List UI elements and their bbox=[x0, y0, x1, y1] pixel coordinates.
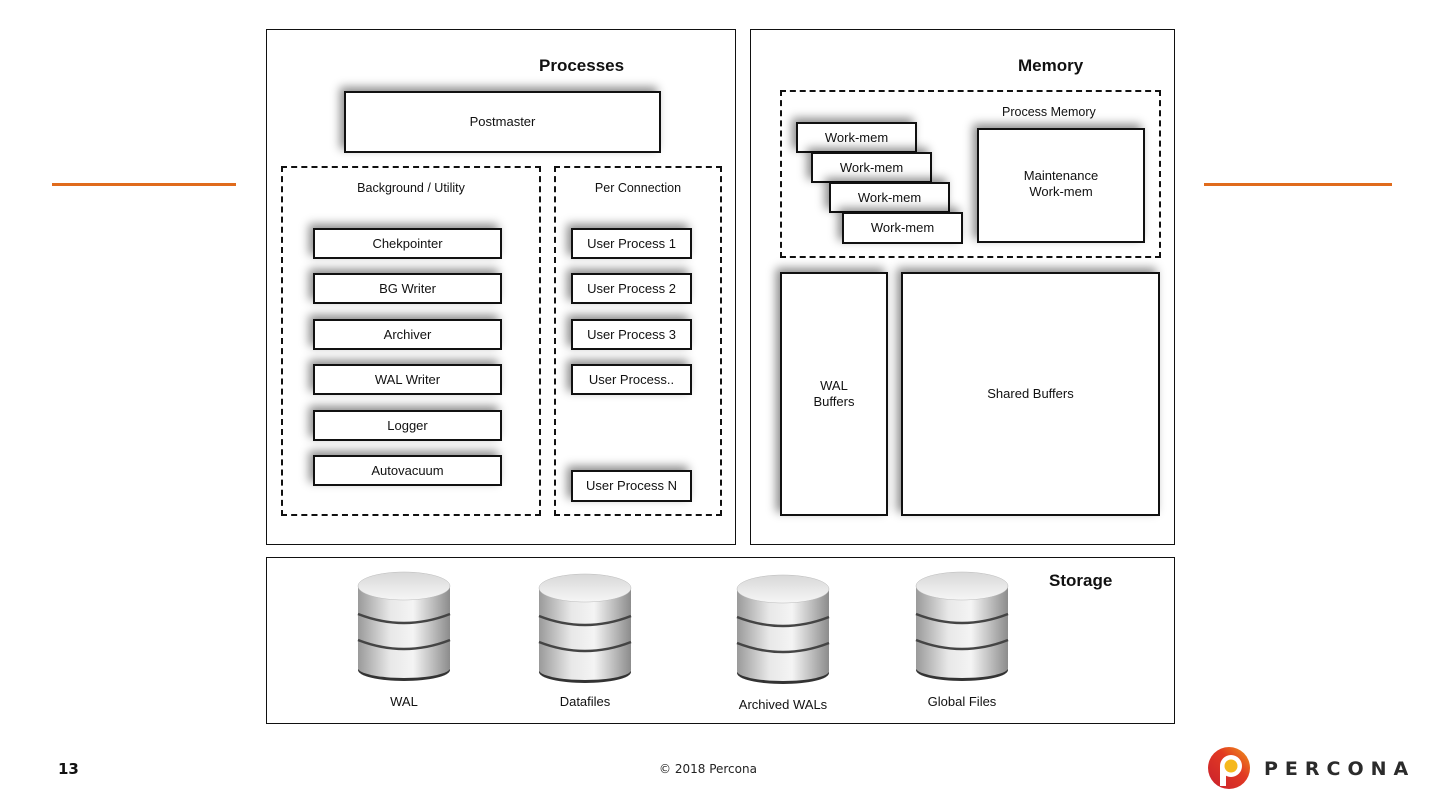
database-icon bbox=[357, 571, 451, 681]
shared-buffers-box: Shared Buffers bbox=[901, 272, 1160, 516]
process-label: User Process 2 bbox=[587, 280, 676, 296]
user-process-3: User Process 3 bbox=[571, 319, 692, 350]
wal-buffers-line1: WAL bbox=[820, 378, 848, 393]
database-global-files: Global Files bbox=[882, 570, 1042, 720]
storage-title: Storage bbox=[1049, 571, 1113, 590]
database-datafiles: Datafiles bbox=[505, 572, 665, 722]
process-memory-group: Process Memory Work-mem Work-mem Work-me… bbox=[780, 90, 1161, 258]
per-connection-title: Per Connection bbox=[594, 181, 682, 195]
accent-line-right bbox=[1204, 183, 1392, 186]
per-connection-group: Per Connection User Process 1 User Proce… bbox=[554, 166, 722, 516]
storage-panel: Storage WAL bbox=[266, 557, 1175, 724]
database-wal: WAL bbox=[324, 570, 484, 720]
process-label: BG Writer bbox=[379, 280, 436, 296]
percona-logo: PERCONA bbox=[1207, 746, 1408, 792]
work-mem-label: Work-mem bbox=[870, 220, 935, 235]
wal-buffers-line2: Buffers bbox=[813, 394, 855, 409]
process-box-bg-writer: BG Writer bbox=[313, 273, 502, 304]
process-box-checkpointer: Chekpointer bbox=[313, 228, 502, 259]
database-label: Archived WALs bbox=[738, 697, 828, 712]
database-icon bbox=[915, 571, 1009, 681]
work-mem-label: Work-mem bbox=[824, 129, 889, 145]
percona-logo-icon bbox=[1208, 747, 1250, 789]
work-mem-box-2: Work-mem bbox=[811, 152, 932, 183]
process-label: WAL Writer bbox=[374, 371, 441, 387]
process-memory-title: Process Memory bbox=[1002, 105, 1096, 119]
work-mem-box-1: Work-mem bbox=[796, 122, 917, 153]
work-mem-label: Work-mem bbox=[857, 189, 922, 205]
process-label: User Process 3 bbox=[587, 326, 676, 342]
user-process-ellipsis: User Process.. bbox=[571, 364, 692, 395]
process-label: User Process 1 bbox=[587, 235, 676, 251]
process-box-logger: Logger bbox=[313, 410, 502, 441]
work-mem-label: Work-mem bbox=[839, 159, 904, 175]
postmaster-label: Postmaster bbox=[469, 114, 536, 129]
process-label: User Process.. bbox=[588, 371, 675, 387]
user-process-2: User Process 2 bbox=[571, 273, 692, 304]
process-label: Archiver bbox=[383, 326, 432, 342]
maintenance-work-mem-box: Maintenance Work-mem bbox=[977, 128, 1145, 243]
user-process-1: User Process 1 bbox=[571, 228, 692, 259]
processes-title: Processes bbox=[539, 56, 625, 75]
process-label: Autovacuum bbox=[371, 462, 444, 478]
user-process-n: User Process N bbox=[571, 470, 692, 502]
work-mem-box-4: Work-mem bbox=[842, 212, 963, 244]
shared-buffers-label: Shared Buffers bbox=[987, 386, 1074, 401]
database-label: Datafiles bbox=[559, 694, 611, 709]
process-label: Chekpointer bbox=[372, 235, 443, 251]
database-icon bbox=[538, 573, 632, 683]
page-number: 13 bbox=[58, 760, 79, 778]
process-box-archiver: Archiver bbox=[313, 319, 502, 350]
memory-title: Memory bbox=[1018, 56, 1084, 75]
processes-panel: Processes Postmaster Background / Utilit… bbox=[266, 29, 736, 545]
database-label: WAL bbox=[390, 694, 418, 709]
percona-wordmark: PERCONA bbox=[1264, 758, 1416, 780]
database-archived-wals: Archived WALs bbox=[701, 573, 861, 723]
process-box-autovacuum: Autovacuum bbox=[313, 455, 502, 486]
database-label: Global Files bbox=[927, 694, 997, 709]
work-mem-box-3: Work-mem bbox=[829, 182, 950, 213]
database-icon bbox=[736, 574, 830, 684]
process-box-wal-writer: WAL Writer bbox=[313, 364, 502, 395]
memory-panel: Memory Process Memory Work-mem Work-mem … bbox=[750, 29, 1175, 545]
background-utility-group: Background / Utility Chekpointer BG Writ… bbox=[281, 166, 541, 516]
background-utility-title: Background / Utility bbox=[357, 181, 465, 195]
accent-line-left bbox=[52, 183, 236, 186]
copyright: © 2018 Percona bbox=[659, 762, 757, 776]
wal-buffers-box: WAL Buffers bbox=[780, 272, 888, 516]
postmaster-box: Postmaster bbox=[344, 91, 661, 153]
maintenance-label-line2: Work-mem bbox=[1029, 184, 1093, 199]
process-label: Logger bbox=[387, 417, 428, 433]
process-label: User Process N bbox=[585, 478, 678, 493]
maintenance-label-line1: Maintenance bbox=[1023, 168, 1099, 183]
